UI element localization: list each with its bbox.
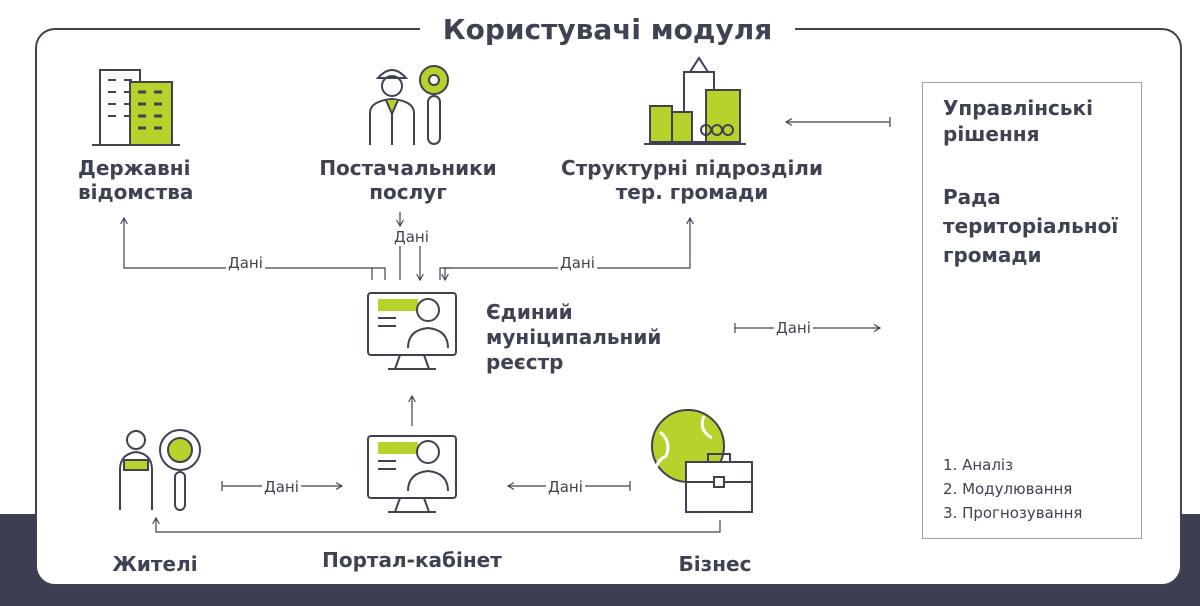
registry-computer-icon [367,292,457,370]
edge-label-units: Дані [558,254,597,272]
worker-icon [369,65,449,145]
edge-label-gov: Дані [226,254,265,272]
node-residents-label: Жителі [112,552,198,576]
panel-steps-list: 1. Аналіз 2. Модулювання 3. Прогнозуванн… [943,453,1082,525]
edge-label-registry-panel: Дані [774,319,813,337]
panel-step: 2. Модулювання [943,480,1073,498]
council-panel: Управлінські рішення Рада територіальної… [922,82,1142,539]
node-business-label: Бізнес [678,552,752,576]
panel-council-title: Рада територіальної громади [943,185,1119,267]
business-icon [651,409,753,513]
node-registry-label: Єдиний муніципальний реєстр [486,300,662,374]
edge-label-residents: Дані [262,478,301,496]
panel-step: 3. Прогнозування [943,504,1083,522]
city-icon [644,56,746,145]
diagram-title: Користувачі модуля [420,10,795,50]
building-icon [92,69,180,146]
node-providers-label: Постачальники послуг [319,156,497,204]
panel-step: 1. Аналіз [943,456,1014,474]
edge-label-providers: Дані [392,228,431,246]
edge-label-business: Дані [546,478,585,496]
portal-computer-icon [367,435,457,513]
panel-decisions-title: Управлінські рішення [943,96,1093,146]
node-units-label: Структурні підрозділи тер. громади [561,156,823,204]
node-portal-label: Портал-кабінет [322,548,502,572]
node-gov-label: Державні відомства [78,156,194,204]
resident-icon [119,429,201,511]
